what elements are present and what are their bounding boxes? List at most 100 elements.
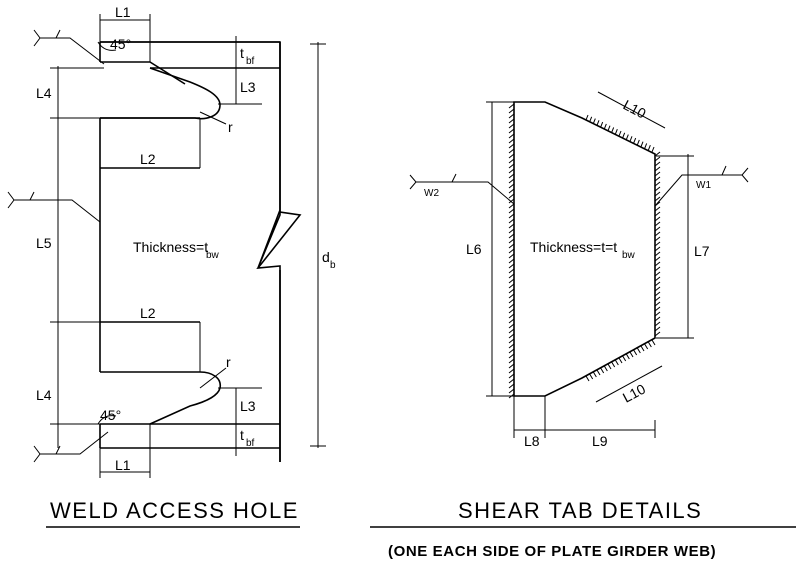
r-top-label: r	[228, 119, 233, 135]
weld-hatch-mark	[508, 153, 515, 159]
L4-bottom-label: L4	[36, 387, 52, 403]
weld-hatch-mark	[508, 173, 515, 179]
weld-hatch-mark	[629, 351, 634, 358]
L4-top-label: L4	[36, 85, 52, 101]
L3-top-label: L3	[240, 79, 256, 95]
L1-top-label: L1	[115, 4, 131, 20]
weld-hatch-mark	[654, 176, 661, 182]
weld-hatch-mark	[629, 136, 633, 142]
weld-hatch-mark	[654, 156, 661, 162]
weld-hatch-mark	[654, 266, 661, 272]
shear-tab-title: SHEAR TAB DETAILS	[458, 498, 702, 523]
weld-hatch-mark	[508, 223, 515, 229]
L2-bottom-label: L2	[140, 305, 156, 321]
weld-hatch-mark	[654, 251, 661, 257]
weld-hatch-mark	[508, 233, 515, 239]
db-b: b	[330, 260, 336, 271]
weld-hatch-mark	[651, 146, 655, 153]
shear-tab-view: L6 L7 L8 L9 L10 L10 W2 W1 Thickness=t=t …	[370, 91, 796, 560]
weld-leader-top	[33, 29, 105, 65]
weld-hatch-mark	[508, 158, 515, 164]
weld-hatch-mark	[589, 116, 593, 122]
weld-hatch-mark	[654, 206, 661, 212]
weld-hatch-mark	[508, 338, 515, 344]
weld-hatch-mark	[618, 357, 623, 364]
weld-hatch-mark	[607, 125, 611, 131]
weld-hatch-mark	[603, 123, 607, 130]
L7-label: L7	[694, 243, 710, 259]
weld-hatch-mark	[654, 261, 661, 267]
shear-tab-subtitle: (ONE EACH SIDE OF PLATE GIRDER WEB)	[388, 543, 716, 560]
weld-hatch-mark	[585, 375, 590, 382]
weld-hatch-mark	[633, 137, 637, 144]
top-access-hole	[100, 67, 221, 120]
weld-hatch-mark	[508, 188, 515, 194]
weld-hatch-mark	[508, 328, 515, 334]
weld-hatch-mark	[508, 203, 515, 209]
weld-hatch-mark	[508, 263, 515, 269]
weld-hatch-mark	[654, 221, 661, 227]
weld-hatch-mark	[508, 303, 515, 309]
weld-hatch-mark	[508, 383, 515, 389]
weld-hatch-mark	[508, 313, 515, 319]
weld-hatch-mark	[654, 256, 661, 262]
weld-hatch-mark	[592, 118, 596, 124]
weld-leader-mid	[7, 191, 101, 223]
weld-hatch-mark	[508, 298, 515, 304]
weld-hatch-mark	[654, 301, 661, 307]
L1-bottom-label: L1	[115, 457, 131, 473]
weld-hatch-mark	[647, 145, 651, 151]
db-d: d	[322, 249, 330, 265]
weld-hatch-mark	[508, 138, 515, 144]
weld-hatch-mark	[508, 268, 515, 274]
weld-hatch-mark	[508, 113, 515, 119]
right-edge-hatch	[654, 151, 661, 337]
angle-top-label: 45°	[110, 36, 131, 52]
weld-hatch-mark	[508, 373, 515, 379]
weld-hatch-mark	[596, 120, 600, 126]
weld-w2-label: W2	[424, 188, 439, 199]
weld-w1-leader	[654, 165, 749, 207]
weld-hatch-mark	[654, 321, 661, 327]
L10-bottom-dim	[595, 365, 663, 403]
weld-hatch-mark	[508, 193, 515, 199]
weld-hatch-mark	[508, 228, 515, 234]
weld-hatch-mark	[654, 296, 661, 302]
L10-top-dim	[597, 91, 666, 129]
weld-hatch-mark	[508, 333, 515, 339]
weld-hatch-mark	[654, 241, 661, 247]
L3-bottom-label: L3	[240, 398, 256, 414]
tbf-bottom-sub: bf	[246, 438, 255, 449]
weld-hatch-mark	[654, 316, 661, 322]
weld-hatch-mark	[654, 211, 661, 217]
weld-hatch-mark	[508, 183, 515, 189]
L6-label: L6	[466, 241, 482, 257]
weld-hatch-mark	[508, 388, 515, 394]
weld-hatch-mark	[508, 323, 515, 329]
weld-hatch-mark	[508, 343, 515, 349]
weld-hatch-mark	[654, 216, 661, 222]
angle-arc-top	[97, 41, 117, 51]
weld-hatch-mark	[508, 378, 515, 384]
weld-hatch-mark	[654, 196, 661, 202]
weld-hatch-mark	[592, 371, 597, 378]
weld-hatch-mark	[508, 218, 515, 224]
hole-thickness-text: Thickness=t	[133, 239, 208, 255]
weld-hatch-mark	[508, 118, 515, 124]
weld-hatch-mark	[508, 278, 515, 284]
weld-hatch-mark	[508, 353, 515, 359]
weld-hatch-mark	[585, 114, 589, 121]
weld-hatch-mark	[622, 355, 627, 362]
weld-hatch-mark	[654, 311, 661, 317]
weld-hatch-mark	[618, 130, 622, 137]
hole-thickness-sub: bw	[206, 250, 220, 261]
weld-hatch-mark	[508, 253, 515, 259]
weld-hatch-mark	[508, 283, 515, 289]
weld-hatch-mark	[644, 143, 648, 149]
weld-hatch-mark	[508, 148, 515, 154]
weld-hatch-mark	[600, 367, 605, 374]
left-edge-hatch	[508, 103, 515, 399]
L5-label: L5	[36, 235, 52, 251]
weld-hatch-mark	[622, 132, 626, 138]
weld-hatch-mark	[644, 343, 649, 350]
